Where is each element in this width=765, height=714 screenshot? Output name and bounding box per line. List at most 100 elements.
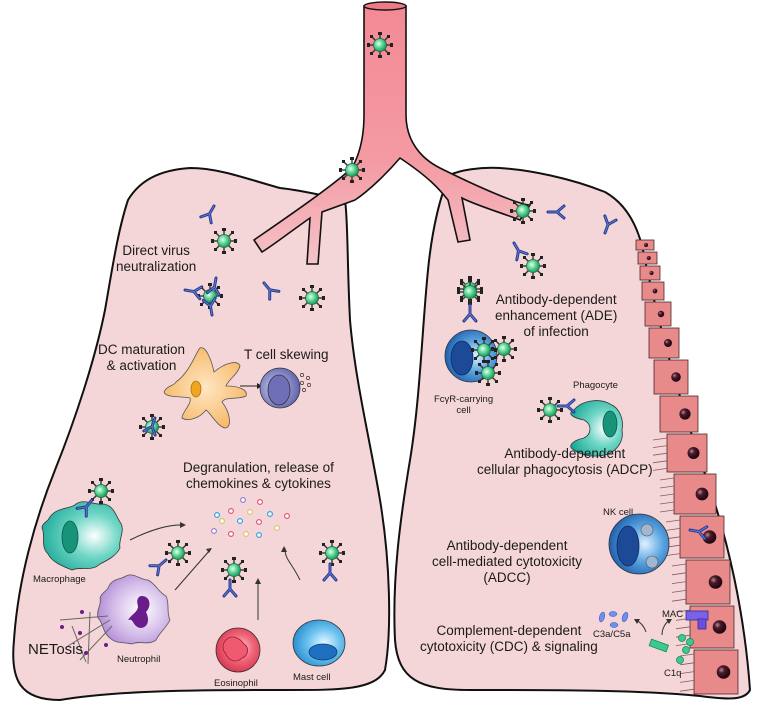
label-ade: Antibody-dependent enhancement (ADE) of … xyxy=(495,292,617,340)
cilium xyxy=(652,460,668,464)
cilium xyxy=(671,572,687,576)
cell-nucleus xyxy=(712,620,727,634)
c3a-c5a-fragments xyxy=(599,611,629,628)
label-line: C1q xyxy=(664,668,682,679)
cytokine-particle xyxy=(256,518,263,525)
label-line: cell-mediated cytotoxicity xyxy=(432,553,583,569)
label-adcp: Antibody-dependent cellular phagocytosis… xyxy=(477,446,653,478)
cilium xyxy=(671,598,687,602)
label-line: NK cell xyxy=(603,507,634,518)
cell-nucleus xyxy=(687,447,700,459)
label-line: of infection xyxy=(523,323,589,339)
cilium xyxy=(659,509,675,513)
cytokine-particle xyxy=(214,511,221,518)
cilium xyxy=(659,485,675,489)
cytokine-particle xyxy=(211,527,218,534)
epithelium xyxy=(635,239,739,695)
label-line: neutralization xyxy=(116,258,197,274)
label-line: NETosis xyxy=(28,641,84,658)
cell-nucleus xyxy=(646,256,651,260)
label-phagocyte: Phagocyte xyxy=(573,380,618,391)
cytokine-particle xyxy=(257,499,264,506)
label-eosinophil: Eosinophil xyxy=(214,678,258,689)
cell-nucleus xyxy=(664,339,672,347)
cytokine-particle xyxy=(228,508,235,515)
label-line: cellular phagocytosis (ADCP) xyxy=(477,461,653,477)
label-line: & activation xyxy=(106,357,177,373)
label-neutrophil: Neutrophil xyxy=(117,654,160,665)
epithelial-cell xyxy=(673,473,717,515)
label-fcr-cell: FcγR-carrying cell xyxy=(434,394,493,416)
cytokine-particle xyxy=(267,511,274,518)
cytokine-particle xyxy=(240,497,247,504)
epithelial-cell xyxy=(666,433,708,473)
label-line: Antibody-dependent xyxy=(495,292,617,307)
right-lung xyxy=(393,166,752,700)
cytokine-particle xyxy=(256,531,263,538)
cell-nucleus xyxy=(702,530,717,544)
cytokine-particle xyxy=(219,517,226,524)
cilium xyxy=(679,688,695,692)
cytokine-particle xyxy=(284,512,291,519)
cilium xyxy=(679,680,695,683)
cilium xyxy=(679,653,695,657)
label-degranulation: Degranulation, release of chemokines & c… xyxy=(183,460,334,492)
cilium xyxy=(659,493,675,497)
label-nk-cell: NK cell xyxy=(603,507,633,518)
cilium xyxy=(652,452,668,456)
label-line: DC maturation xyxy=(98,342,186,357)
label-line: Antibody-dependent xyxy=(446,538,568,553)
cilium xyxy=(652,445,668,448)
cilium xyxy=(675,609,691,613)
cell-nucleus xyxy=(708,575,723,589)
trachea xyxy=(252,5,532,265)
left-lung xyxy=(12,166,391,702)
cytokine-particle xyxy=(228,530,235,537)
label-line: Eosinophil xyxy=(214,678,258,689)
c1q-complex xyxy=(648,634,694,664)
label-mast-cell: Mast cell xyxy=(293,672,330,683)
cell-nucleus xyxy=(649,271,654,275)
label-line: FcγR-carrying xyxy=(434,394,494,405)
label-netosis: NETosis xyxy=(28,641,83,659)
mac-complex xyxy=(685,610,709,630)
cilium xyxy=(665,519,681,523)
cell-nucleus xyxy=(652,288,658,294)
cell-nucleus xyxy=(657,310,665,318)
label-line: Phagocyte xyxy=(573,380,618,391)
label-cdc: Complement-dependent cytotoxicity (CDC) … xyxy=(420,623,598,655)
label-line: MAC xyxy=(662,609,684,620)
cytokine-particle xyxy=(237,517,244,524)
cell-nucleus xyxy=(671,372,681,382)
cell-nucleus xyxy=(679,408,691,420)
cilium xyxy=(659,477,675,481)
cilium xyxy=(659,501,675,505)
cytokine-particle xyxy=(243,530,250,537)
label-line: Degranulation, release of xyxy=(183,460,334,475)
label-line: Mast cell xyxy=(293,672,331,683)
cilium xyxy=(679,671,695,674)
cytokine-particle xyxy=(247,509,254,516)
cilium xyxy=(652,468,668,471)
cytokines xyxy=(211,497,291,538)
label-c1q: C1q xyxy=(664,668,681,679)
epithelial-cell xyxy=(659,395,699,433)
label-line: chemokines & cytokines xyxy=(186,475,331,491)
cilium xyxy=(665,528,681,531)
cilium xyxy=(675,626,691,630)
label-dc-maturation: DC maturation & activation xyxy=(98,342,185,374)
label-direct-neutralization: Direct virus neutralization xyxy=(116,243,196,275)
net-fibers xyxy=(59,611,113,665)
label-line: Macrophage xyxy=(33,574,86,585)
cilium xyxy=(652,437,668,441)
label-line: C3a/C5a xyxy=(593,629,631,640)
dendritic-cell xyxy=(163,347,247,429)
cilium xyxy=(665,553,681,556)
cilium xyxy=(671,563,687,567)
cell-nucleus xyxy=(644,243,648,247)
label-line: Neutrophil xyxy=(117,654,161,665)
label-c3a-c5a: C3a/C5a xyxy=(593,629,631,640)
epithelial-cell xyxy=(653,359,689,395)
